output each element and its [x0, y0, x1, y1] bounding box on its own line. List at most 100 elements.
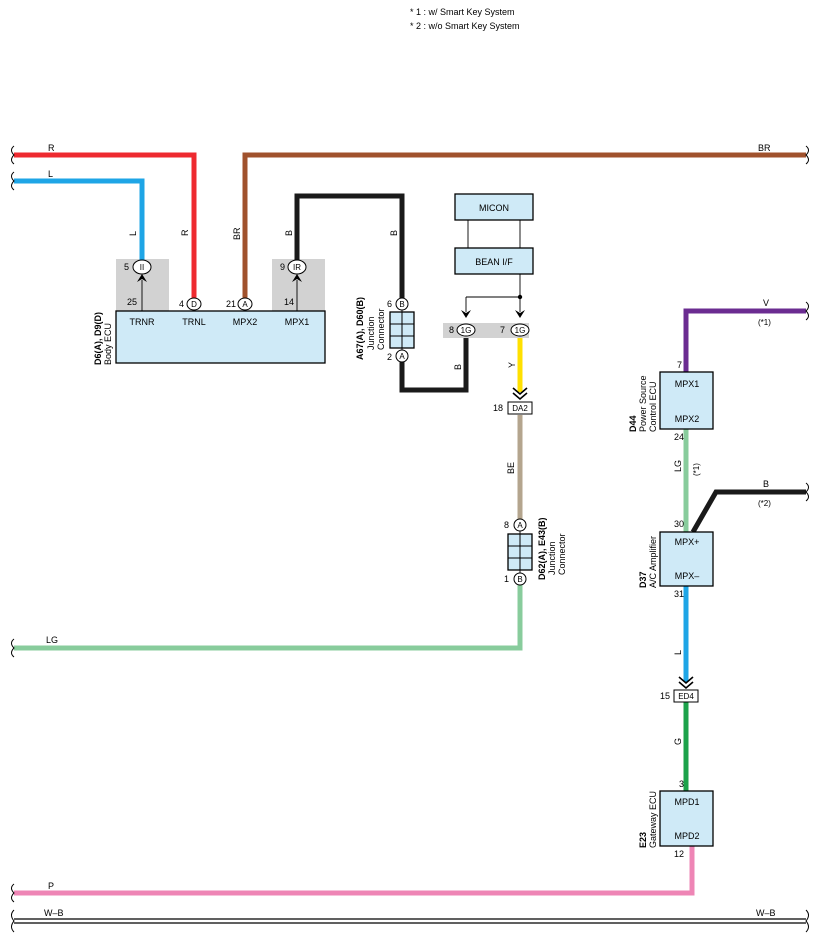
connector-a-body: [237, 297, 253, 311]
pin-9: 9: [280, 262, 285, 272]
ed4-label: ED4: [678, 692, 694, 701]
wire-label-g-v: G: [673, 738, 683, 745]
pin-6: 6: [387, 299, 392, 309]
mark-star1b: (*1): [692, 463, 701, 476]
wire-label-be-v: BE: [506, 462, 516, 474]
wire-label-b-v3: B: [453, 364, 463, 370]
wire-label-wb-left: W–B: [44, 908, 64, 918]
connector-d: [186, 297, 202, 311]
wire-label-l-v: L: [128, 231, 138, 236]
joint-connector-1g-8: [456, 323, 476, 337]
junction-d62-name-2: Connector: [557, 533, 567, 575]
connector-ir: [287, 259, 307, 275]
da2-connector: [507, 401, 533, 415]
connector-a-body-label: A: [242, 300, 248, 309]
junction-a67-code: A67(A), D60(B): [355, 297, 365, 360]
arrow-joint-7: [515, 310, 525, 318]
wire-label-r-v: R: [180, 229, 190, 236]
wire-label-b-h: B: [763, 479, 769, 489]
ac-amp-name: A/C Amplifier: [648, 536, 658, 588]
bean-if-box: [454, 247, 534, 275]
pin-2: 2: [387, 352, 392, 362]
pin-31: 31: [674, 589, 684, 599]
da2-label: DA2: [512, 404, 528, 413]
wire-black-a67: [294, 193, 405, 298]
junction-d62-code: D62(A), E43(B): [537, 517, 547, 580]
arrow-joint-8: [461, 310, 471, 318]
body-ecu-name: Body ECU: [103, 323, 113, 365]
junction-a67-grid: [390, 312, 414, 348]
wire-label-l-h: L: [48, 169, 53, 179]
gateway-terminal-mpd1: MPD1: [674, 797, 699, 807]
arrow-mpx1: [292, 274, 302, 282]
ac-amp-code: D37: [638, 571, 648, 588]
gateway-code: E23: [638, 832, 648, 848]
wire-violet: [683, 308, 806, 372]
wire-end-brackets: [11, 145, 809, 933]
arrow-trnr: [137, 274, 147, 282]
pin-8-d62: 8: [504, 520, 509, 530]
body-ecu-box: [115, 310, 326, 364]
wire-black-joint: [399, 338, 469, 393]
micon-box: [454, 193, 534, 221]
junction-a67-pin-a: [395, 349, 409, 363]
junction-d62-pin-b: [513, 572, 527, 586]
wire-label-b-v1: B: [284, 230, 294, 236]
wire-label-lg-v: LG: [673, 460, 683, 472]
wire-red: [14, 152, 197, 302]
connector-ir-label: IR: [293, 263, 301, 272]
connector-ii: [132, 259, 152, 275]
body-ecu-terminal-trnr: TRNR: [130, 317, 155, 327]
gateway-name: Gateway ECU: [648, 791, 658, 848]
pin-18: 18: [493, 403, 503, 413]
wire-label-p-h: P: [48, 881, 54, 891]
wire-label-br-h: BR: [758, 143, 771, 153]
pin-5: 5: [124, 262, 129, 272]
mark-star1: (*1): [758, 318, 771, 327]
junction-a67-name-2: Connector: [376, 308, 386, 350]
mark-star2: (*2): [758, 499, 771, 508]
power-ecu-name-1: Power Source: [638, 375, 648, 432]
gateway-terminal-mpd2: MPD2: [674, 831, 699, 841]
pin-12-gateway: 12: [674, 849, 684, 859]
chevron-down-icon-ed4: [678, 676, 694, 690]
note-1: * 1 : w/ Smart Key System: [410, 7, 515, 17]
pin-15: 15: [660, 691, 670, 701]
pin-21: 21: [226, 299, 236, 309]
pin-25: 25: [127, 297, 137, 307]
body-ecu-terminal-mpx1: MPX1: [285, 317, 310, 327]
junction-d62-pin-a: [513, 518, 527, 532]
pin-24: 24: [674, 432, 684, 442]
wire-label-v-h: V: [763, 298, 769, 308]
pin-14: 14: [284, 297, 294, 307]
ac-amp-box: [659, 531, 714, 587]
wire-label-r-h: R: [48, 143, 55, 153]
joint-dot: [517, 294, 523, 300]
ed4-connector: [673, 689, 699, 703]
junction-a67-pin-b: [395, 297, 409, 311]
pin-1-d62: 1: [504, 574, 509, 584]
power-ecu-terminal-mpx1: MPX1: [675, 379, 700, 389]
pin-30: 30: [674, 519, 684, 529]
wire-brown: [242, 152, 806, 302]
body-ecu-terminal-trnl: TRNL: [182, 317, 206, 327]
wire-label-l-v2: L: [673, 650, 683, 655]
connector-d-label: D: [191, 300, 197, 309]
junction-d62-name-1: Junction: [547, 541, 557, 575]
power-ecu-code: D44: [628, 415, 638, 432]
chevron-down-icon: [512, 387, 528, 401]
ac-amp-terminal-mpx-minus: MPX–: [675, 571, 700, 581]
junction-d62-pin-b-label: B: [517, 575, 522, 584]
wire-label-b-v2: B: [389, 230, 399, 236]
pin-7-joint: 7: [500, 325, 505, 335]
body-ecu-terminal-mpx2: MPX2: [233, 317, 258, 327]
pin-8-joint: 8: [449, 325, 454, 335]
power-ecu-name-2: Control ECU: [648, 381, 658, 432]
gateway-ecu-box: [659, 790, 714, 847]
power-ecu-box: [659, 371, 714, 430]
micon-label: MICON: [479, 203, 509, 213]
junction-a67-pin-a-label: A: [399, 352, 405, 361]
pin-4: 4: [179, 299, 184, 309]
joint-connector-1g-8-label: 1G: [461, 326, 472, 335]
